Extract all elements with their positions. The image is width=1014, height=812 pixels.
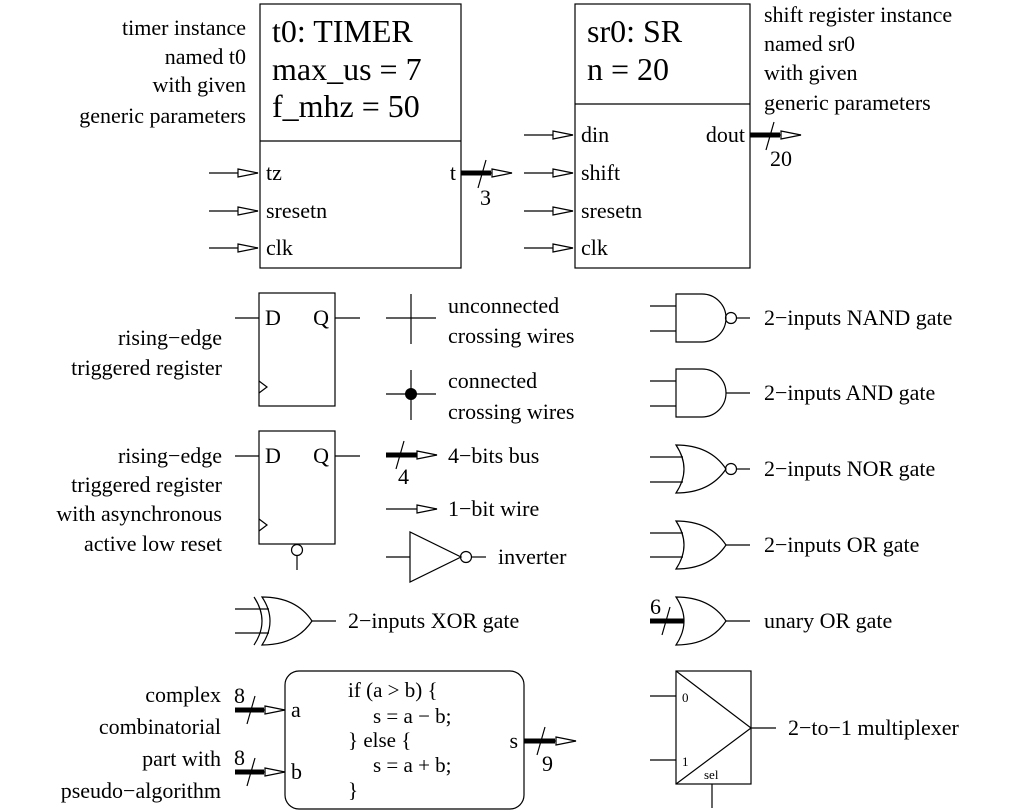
nor-label: 2−inputs NOR gate bbox=[764, 456, 935, 481]
svg-text:timer instance: timer instance bbox=[122, 15, 246, 40]
register-reset-symbol: D Q rising−edge triggered register with … bbox=[56, 430, 360, 570]
sr-port-out: dout bbox=[706, 122, 745, 147]
timer-out-width: 3 bbox=[480, 185, 491, 210]
svg-text:triggered register: triggered register bbox=[71, 355, 223, 380]
or-label: 2−inputs OR gate bbox=[764, 532, 919, 557]
timer-port-out: t bbox=[450, 160, 456, 185]
sr-port-in: din bbox=[581, 122, 609, 147]
comb-in-b: b bbox=[291, 759, 302, 784]
comb-out-width: 9 bbox=[542, 751, 553, 776]
or-gate bbox=[650, 520, 750, 570]
register-reset-q-label: Q bbox=[313, 443, 329, 468]
timer-port-in: tz bbox=[266, 160, 282, 185]
mux-in1: 1 bbox=[682, 754, 689, 769]
sr-port-in: sresetn bbox=[581, 198, 642, 223]
svg-text:part with: part with bbox=[142, 746, 221, 771]
comb-out: s bbox=[509, 728, 518, 753]
connected-label: connected bbox=[448, 368, 537, 393]
svg-text:named sr0: named sr0 bbox=[764, 31, 855, 56]
svg-text:rising−edge: rising−edge bbox=[118, 325, 222, 350]
svg-text:with asynchronous: with asynchronous bbox=[56, 501, 222, 526]
unconnected-label: crossing wires bbox=[448, 323, 574, 348]
svg-text:} else {: } else { bbox=[348, 728, 411, 752]
timer-note: timer instance named t0 with given gener… bbox=[79, 15, 246, 128]
svg-text:s = a − b;: s = a − b; bbox=[373, 704, 452, 728]
svg-text:}: } bbox=[348, 778, 358, 802]
and-label: 2−inputs AND gate bbox=[764, 380, 935, 405]
unconnected-crossing-symbol bbox=[386, 294, 436, 344]
nand-gate bbox=[650, 293, 750, 343]
svg-text:named t0: named t0 bbox=[165, 44, 246, 69]
svg-text:triggered register: triggered register bbox=[71, 472, 223, 497]
unconnected-label: unconnected bbox=[448, 293, 559, 318]
connected-label: crossing wires bbox=[448, 399, 574, 424]
xor-gate bbox=[235, 596, 336, 646]
wire-label: 1−bit wire bbox=[448, 496, 539, 521]
comb-note: complex combinatorial part with pseudo−a… bbox=[61, 682, 221, 803]
svg-text:if (a > b) {: if (a > b) { bbox=[348, 678, 438, 702]
multiplexer: 0 1 sel bbox=[650, 670, 776, 808]
comb-code: if (a > b) { s = a − b; } else { s = a +… bbox=[348, 678, 452, 802]
and-gate bbox=[650, 368, 750, 418]
unary-or-gate bbox=[650, 596, 750, 646]
svg-text:generic parameters: generic parameters bbox=[79, 103, 246, 128]
mux-in0: 0 bbox=[682, 690, 689, 705]
inverter-symbol bbox=[386, 531, 486, 583]
register-note: rising−edge triggered register bbox=[71, 325, 223, 380]
unary-or-width: 6 bbox=[650, 594, 661, 619]
comb-in-a: a bbox=[291, 697, 301, 722]
shift-register-instance: sr0: SR n = 20 din shift sresetn clk dou… bbox=[524, 2, 952, 269]
timer-port-in: clk bbox=[266, 235, 293, 260]
svg-text:rising−edge: rising−edge bbox=[118, 443, 222, 468]
bus-width: 4 bbox=[398, 464, 409, 489]
svg-text:with given: with given bbox=[764, 60, 858, 85]
comb-width-b: 8 bbox=[234, 745, 245, 770]
timer-title: t0: TIMER bbox=[272, 13, 413, 49]
register-reset-note: rising−edge triggered register with asyn… bbox=[56, 443, 222, 556]
svg-text:active low reset: active low reset bbox=[84, 531, 222, 556]
wires-legend: unconnected crossing wires connected cro… bbox=[386, 293, 574, 583]
sr-port-in: shift bbox=[581, 160, 620, 185]
sr-out-width: 20 bbox=[770, 146, 792, 171]
bus-label: 4−bits bus bbox=[448, 443, 539, 468]
comb-width-a: 8 bbox=[234, 683, 245, 708]
combinatorial-block: 8 8 a b s 9 if (a > b) { s = a − b; } el… bbox=[61, 670, 577, 810]
bus-symbol bbox=[386, 440, 438, 470]
sr-port-in: clk bbox=[581, 235, 608, 260]
xor-label: 2−inputs XOR gate bbox=[348, 608, 519, 633]
svg-text:s = a + b;: s = a + b; bbox=[373, 753, 452, 777]
timer-param: f_mhz = 50 bbox=[272, 88, 420, 124]
inverter-label: inverter bbox=[498, 544, 567, 569]
unary-or-label: unary OR gate bbox=[764, 608, 892, 633]
timer-param: max_us = 7 bbox=[272, 51, 422, 87]
sr-note: shift register instance named sr0 with g… bbox=[764, 2, 952, 115]
sr-title: sr0: SR bbox=[587, 13, 683, 49]
svg-text:with given: with given bbox=[153, 72, 247, 97]
register-d-label: D bbox=[265, 305, 281, 330]
register-q-label: Q bbox=[313, 305, 329, 330]
svg-text:combinatorial: combinatorial bbox=[99, 714, 221, 739]
svg-text:complex: complex bbox=[145, 682, 221, 707]
svg-text:shift register instance: shift register instance bbox=[764, 2, 952, 27]
register-symbol: D Q rising−edge triggered register bbox=[71, 292, 360, 407]
nand-label: 2−inputs NAND gate bbox=[764, 305, 952, 330]
svg-text:pseudo−algorithm: pseudo−algorithm bbox=[61, 778, 221, 803]
sr-param: n = 20 bbox=[587, 51, 669, 87]
timer-port-in: sresetn bbox=[266, 198, 327, 223]
svg-text:generic parameters: generic parameters bbox=[764, 90, 931, 115]
connected-crossing-symbol bbox=[386, 370, 436, 420]
mux-label: 2−to−1 multiplexer bbox=[788, 715, 960, 740]
nor-gate bbox=[650, 444, 750, 494]
mux-sel: sel bbox=[704, 767, 719, 782]
timer-instance: t0: TIMER max_us = 7 f_mhz = 50 tz srese… bbox=[79, 3, 513, 269]
register-reset-d-label: D bbox=[265, 443, 281, 468]
